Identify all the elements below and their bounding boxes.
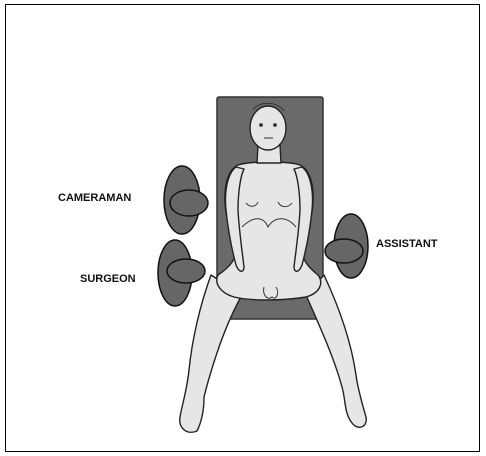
surgeon-figure: [158, 240, 205, 306]
cameraman-figure: [164, 166, 208, 234]
surgeon-label: SURGEON: [80, 273, 136, 285]
assistant-figure: [325, 214, 368, 278]
operating-layout: [6, 5, 481, 453]
patient: [180, 106, 367, 432]
assistant-label: ASSISTANT: [376, 238, 438, 250]
diagram-frame: CAMERAMAN SURGEON ASSISTANT: [5, 4, 480, 452]
cameraman-label: CAMERAMAN: [58, 192, 131, 204]
